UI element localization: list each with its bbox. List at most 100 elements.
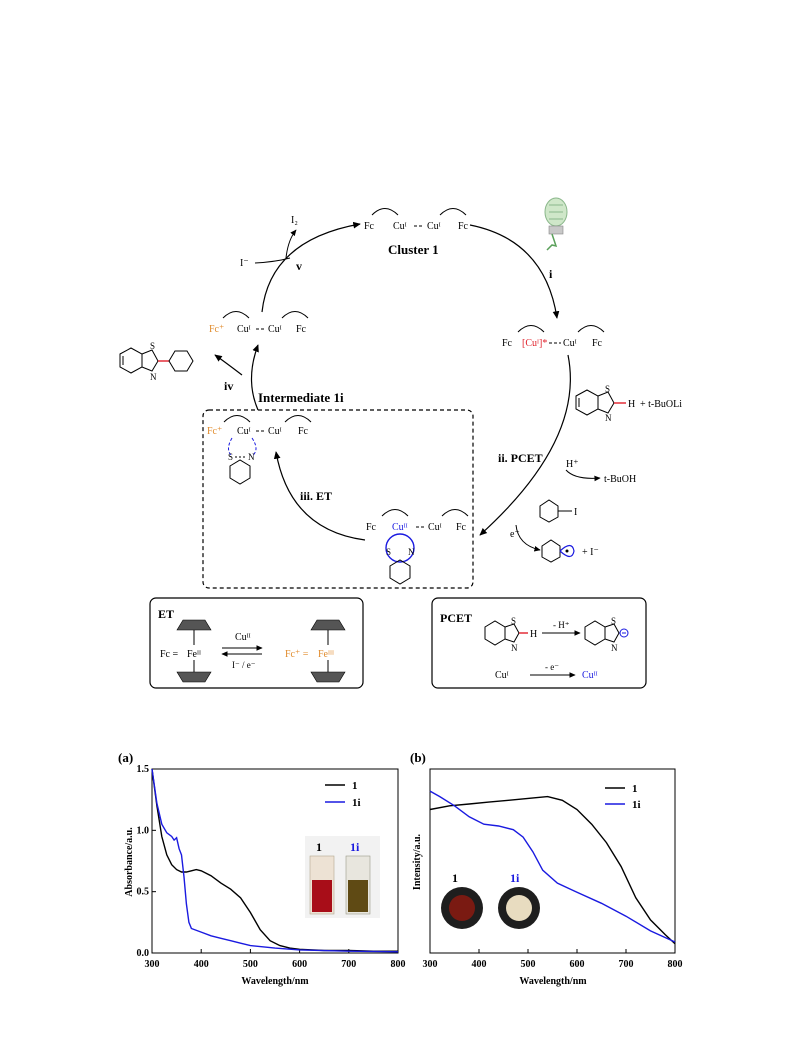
svg-text:Cuᴵ: Cuᴵ — [237, 324, 251, 335]
ferrocene-right-icon — [310, 619, 346, 683]
excited-fc-right: Fc — [592, 338, 603, 349]
intermediate-1i-label: Intermediate 1i — [258, 390, 344, 405]
chart-a-ylabel: Absorbance/a.u. — [124, 827, 135, 897]
iodide-in-label: I⁻ — [240, 258, 249, 269]
chart-b-xtick-label: 300 — [423, 959, 438, 970]
excited-cu-star: [Cuᴵ]* — [522, 338, 547, 349]
svg-text:Fc⁺: Fc⁺ — [207, 426, 222, 437]
ferrocene-left-icon — [176, 619, 212, 683]
chart-b-xtick-label: 700 — [619, 959, 634, 970]
oxidized-cluster-structure: Fc⁺ Cuᴵ Cuᴵ Fc — [209, 311, 309, 335]
svg-text:Feᴵᴵᴵ: Feᴵᴵᴵ — [318, 649, 334, 660]
pcet-box-title: PCET — [440, 611, 472, 625]
chart-a-xlabel: Wavelength/nm — [241, 976, 309, 987]
step-iii-label: iii. ET — [300, 489, 332, 503]
light-bulb-icon — [544, 197, 568, 251]
svg-text:N: N — [511, 643, 518, 653]
chart-a-xtick-label: 600 — [292, 959, 307, 970]
tbuoli-label: + t-BuOLi — [640, 399, 682, 410]
plus-iodide-label: + I⁻ — [582, 547, 599, 558]
chart-b-legend-1: 1 — [632, 783, 638, 795]
et-box — [149, 597, 364, 689]
cluster-fc-right: Fc — [458, 221, 469, 232]
svg-text:S: S — [611, 616, 616, 626]
chart-a-xtick-label: 300 — [145, 959, 160, 970]
chart-a-legend-1i: 1i — [352, 797, 361, 809]
svg-text:Cuᴵᴵ: Cuᴵᴵ — [235, 632, 251, 643]
catalytic-cycle-scheme: Fc Cuᴵ Cuᴵ Fc Cluster 1 i ii. PCET iii. … — [119, 197, 682, 689]
svg-text:I⁻ / e⁻: I⁻ / e⁻ — [232, 660, 256, 670]
cluster-fc-left: Fc — [364, 221, 375, 232]
arrow-left-to-top — [261, 221, 361, 313]
excited-fc-left: Fc — [502, 338, 513, 349]
chart-b-xtick-label: 500 — [521, 959, 536, 970]
arrow-e-out — [515, 524, 541, 552]
et-box-title: ET — [158, 607, 174, 621]
excited-cu-right: Cuᴵ — [563, 338, 577, 349]
svg-text:Cuᴵ: Cuᴵ — [268, 324, 282, 335]
chart-b-inset-label-1i: 1i — [510, 871, 520, 885]
chart-b-inset-photo: 1 1i — [441, 871, 540, 929]
chart-b-panel-label: (b) — [410, 750, 426, 765]
step-iv-label: iv — [224, 379, 233, 393]
chart-a-xtick-label: 400 — [194, 959, 209, 970]
svg-text:S: S — [386, 547, 391, 557]
phenyl-radical — [541, 539, 575, 563]
svg-text:H: H — [530, 629, 537, 640]
svg-text:H: H — [628, 399, 635, 410]
h-plus-label: H⁺ — [566, 459, 579, 470]
arrow-i2-out — [285, 229, 297, 259]
svg-text:Cuᴵ: Cuᴵ — [495, 670, 509, 681]
chart-b-xtick-label: 600 — [570, 959, 585, 970]
chart-a-series-1i — [151, 768, 399, 953]
cluster-1-structure: Fc Cuᴵ Cuᴵ Fc — [364, 208, 469, 232]
benzothiazole-reagent: S N H — [575, 384, 635, 423]
cluster-1-label: Cluster 1 — [388, 242, 439, 257]
svg-text:S: S — [511, 616, 516, 626]
svg-text:- e⁻: - e⁻ — [545, 662, 559, 672]
chart-b-xlabel: Wavelength/nm — [519, 976, 587, 987]
arrow-top-to-right — [469, 224, 560, 319]
chart-a-xtick-label: 700 — [341, 959, 356, 970]
pcet-thiazolide: S N — [584, 616, 629, 653]
svg-text:N: N — [605, 413, 612, 423]
chart-a-inset-label-1: 1 — [316, 840, 322, 854]
e-minus-label: e⁻ — [510, 529, 520, 540]
arrow-bottom-to-intermediate — [273, 451, 366, 541]
chart-a-frame — [151, 768, 399, 954]
i2-label: I₂ — [291, 215, 298, 226]
svg-text:S: S — [228, 452, 233, 462]
step-ii-label: ii. PCET — [498, 451, 543, 465]
svg-text:I: I — [574, 507, 577, 518]
svg-text:S: S — [605, 384, 610, 394]
svg-text:Fc: Fc — [366, 522, 377, 533]
chart-b-series-1i — [429, 790, 676, 943]
arrow-intermediate-up — [250, 344, 259, 411]
chart-b-legend: 1 1i — [605, 783, 641, 811]
chart-b-frame — [429, 768, 676, 954]
chart-b-xtick-label: 800 — [668, 959, 683, 970]
arrow-right-down — [479, 354, 571, 536]
svg-text:Cuᴵ: Cuᴵ — [268, 426, 282, 437]
svg-text:N: N — [248, 452, 255, 462]
intermediate-box — [202, 409, 474, 589]
svg-text:Feᴵᴵ: Feᴵᴵ — [187, 649, 201, 660]
chart-b-inset-label-1: 1 — [452, 871, 458, 885]
arrow-to-product — [214, 354, 243, 376]
chart-a-ytick-label: 0.5 — [137, 887, 150, 898]
chart-a-inset-photo: 1 1i — [305, 836, 380, 918]
pcet-box — [431, 597, 647, 689]
svg-text:Fc: Fc — [298, 426, 309, 437]
cluster-cu-left: Cuᴵ — [393, 221, 407, 232]
cu2-thiazolyl-structure: Fc Cuᴵᴵ Cuᴵ Fc S N — [366, 509, 469, 585]
svg-text:Fc⁺: Fc⁺ — [209, 324, 224, 335]
svg-text:Fc: Fc — [456, 522, 467, 533]
chart-b-ylabel: Intensity/a.u. — [412, 833, 423, 890]
svg-text:Fc =: Fc = — [160, 649, 179, 660]
svg-text:N: N — [611, 643, 618, 653]
chart-b-series-1 — [429, 795, 676, 945]
chart-a-legend: 1 1i — [325, 780, 361, 809]
svg-text:- H⁺: - H⁺ — [553, 620, 570, 630]
svg-text:N: N — [150, 372, 157, 382]
